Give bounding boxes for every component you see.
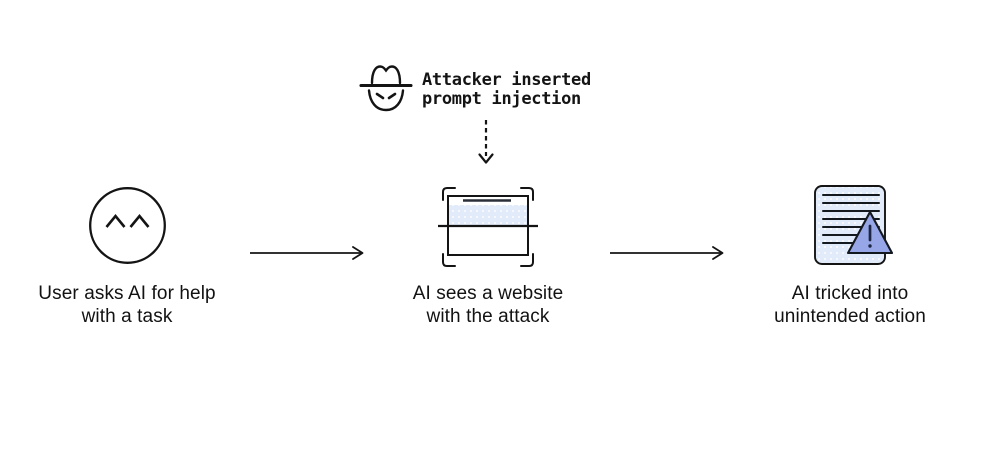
caption-user-line1: User asks AI for help — [38, 283, 216, 304]
user-smiley-icon — [89, 187, 166, 264]
caption-website: AI sees a website with the attack — [348, 282, 628, 328]
attacker-label: Attacker inserted prompt injection — [422, 71, 591, 109]
attacker-label-line1: Attacker inserted — [422, 70, 591, 90]
caption-website-line2: with the attack — [426, 306, 550, 327]
website-viewfinder-icon — [438, 187, 538, 267]
right-arrow-icon — [250, 246, 364, 260]
caption-outcome-line2: unintended action — [774, 306, 926, 327]
caption-user: User asks AI for help with a task — [0, 282, 267, 328]
caption-user-line2: with a task — [81, 306, 173, 327]
dashed-down-arrow-icon — [478, 120, 494, 164]
caption-outcome-line1: AI tricked into — [791, 283, 909, 304]
attacker-label-line2: prompt injection — [422, 89, 581, 109]
caption-website-line1: AI sees a website — [412, 283, 564, 304]
caption-outcome: AI tricked into unintended action — [710, 282, 990, 328]
document-warning-icon — [814, 185, 894, 265]
attacker-hat-face-icon — [359, 65, 413, 112]
right-arrow-icon — [610, 246, 724, 260]
